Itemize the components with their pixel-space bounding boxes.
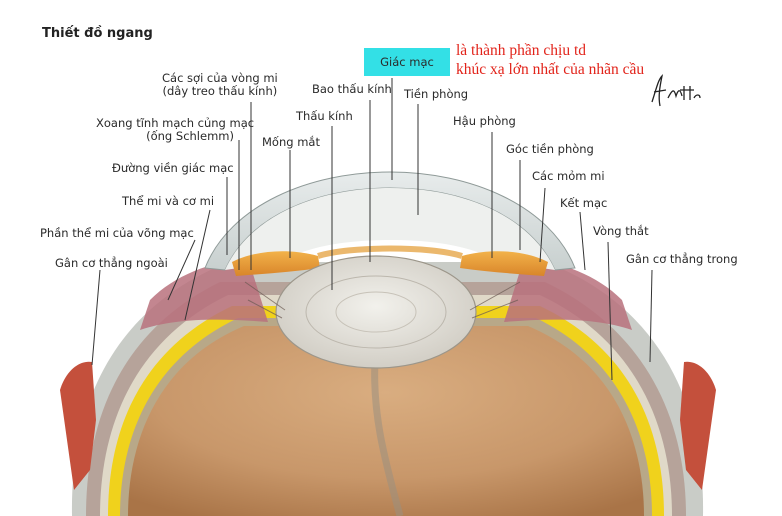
label-lens-capsule: Bao thấu kính: [312, 82, 392, 96]
lens: [275, 255, 477, 369]
label-zonular-line-2: (dây treo thấu kính): [162, 84, 278, 99]
label-schlemm-line-2: (ống Schlemm): [146, 129, 234, 144]
label-schlemm-line-1: Xoang tĩnh mạch củng mạc: [96, 116, 255, 130]
artist-signature: [651, 74, 701, 107]
page-title: Thiết đồ ngang: [42, 26, 153, 41]
label-ciliary-processes: Các mỏm mi: [532, 169, 605, 183]
label-zonular-fibers: Các sợi của vòng mi (dây treo thấu kính): [162, 71, 278, 99]
label-ciliary-retina: Phần thể mi của võng mạc: [40, 226, 194, 240]
label-sphincter: Vòng thắt: [593, 224, 649, 238]
leader-lines: [91, 78, 653, 381]
medial-rectus-muscle: [680, 361, 716, 490]
label-anterior-chamber: Tiền phòng: [404, 87, 469, 101]
label-ciliary-body: Thể mi và cơ mi: [122, 194, 215, 208]
label-chamber-angle: Góc tiền phòng: [506, 142, 594, 156]
label-lens: Thấu kính: [296, 109, 353, 123]
anterior-chamber: [225, 188, 555, 270]
label-conjunctiva: Kết mạc: [560, 196, 608, 210]
ciliary-body-right: [504, 258, 632, 330]
iris-right: [460, 251, 548, 276]
label-corneal-limbus: Đường viền giác mạc: [112, 161, 234, 175]
vitreous-body: [128, 326, 644, 516]
label-zonular-line-1: Các sợi của vòng mi: [162, 71, 278, 85]
label-posterior-chamber: Hậu phòng: [453, 114, 516, 128]
label-medial-rectus: Gân cơ thẳng trong: [626, 252, 738, 266]
zonular-fibers: [244, 281, 521, 319]
lateral-rectus-muscle: [60, 361, 96, 490]
annotation-line-1: là thành phần chịu td: [456, 42, 586, 59]
annotation-note: là thành phần chịu td khúc xạ lớn nhất c…: [456, 42, 644, 80]
annotation-line-2: khúc xạ lớn nhất của nhãn cầu: [456, 60, 645, 78]
iris-left: [232, 251, 320, 276]
label-iris: Mống mắt: [262, 135, 320, 149]
label-lateral-rectus: Gân cơ thẳng ngoài: [55, 256, 168, 270]
highlighted-label-cornea: Giác mạc: [364, 48, 450, 76]
highlight-text: Giác mạc: [380, 55, 434, 69]
label-schlemm-canal: Xoang tĩnh mạch củng mạc (ống Schlemm): [96, 116, 255, 144]
